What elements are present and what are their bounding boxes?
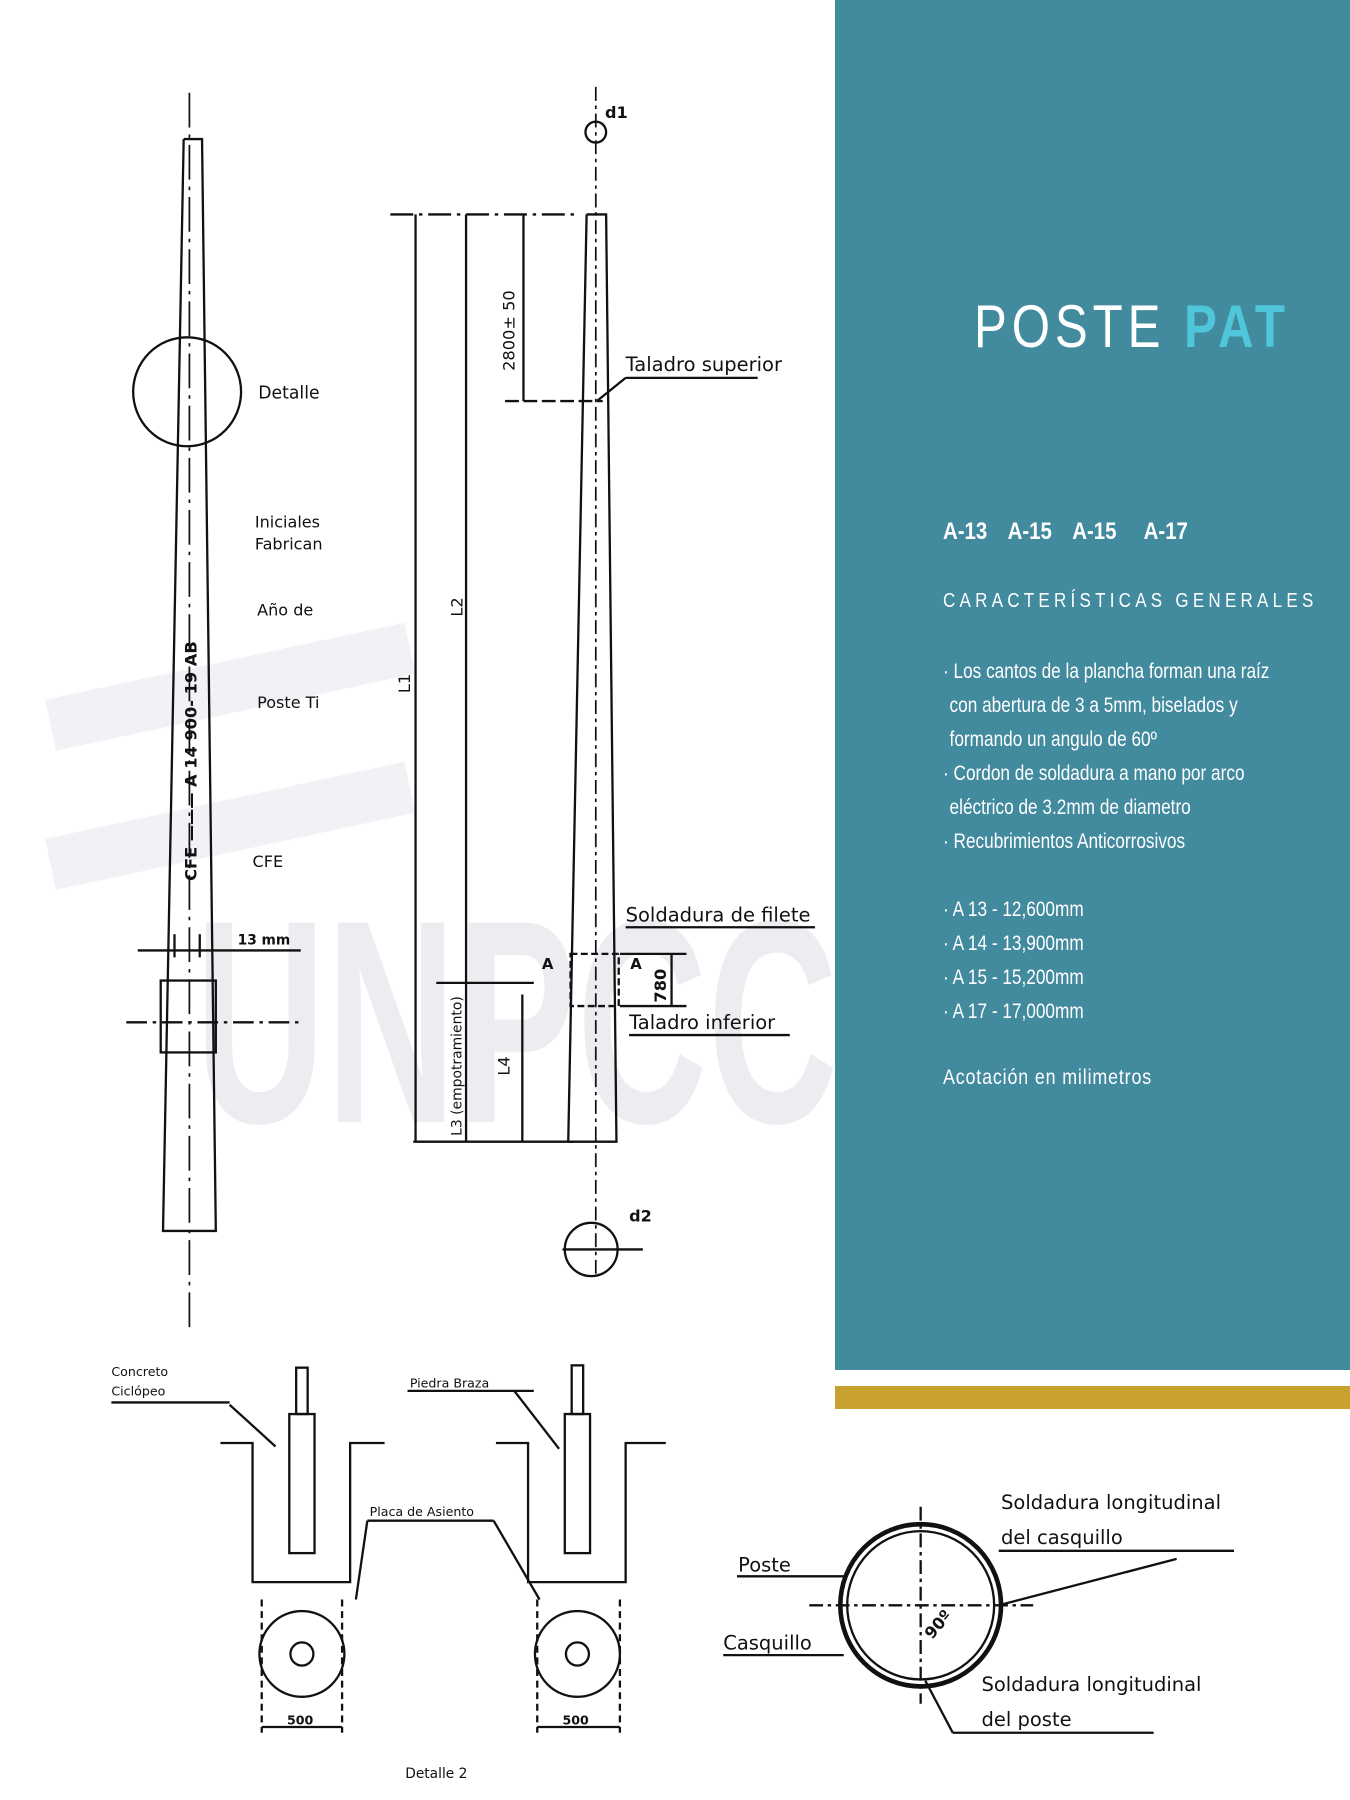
foundation-stone — [354, 1364, 666, 1733]
label-l3: L3 (empotramiento) — [450, 996, 466, 1136]
label-placa: Placa de Asiento — [370, 1504, 475, 1519]
info-panel: POSTE PAT A-13 A-15 A-15 A-17 CARACTERÍS… — [835, 0, 1350, 1370]
label-taladro-inferior: Taladro inferior — [628, 1011, 776, 1034]
label-dim-500-1: 500 — [287, 1713, 314, 1728]
label-dim-top: 2800± 50 — [499, 290, 518, 371]
model-item: A-15 — [1007, 518, 1052, 545]
label-anio: Año de — [257, 600, 313, 619]
label-soldadura-filete: Soldadura de filete — [626, 903, 811, 926]
length-item: · A 13 - 12,600mm — [943, 898, 1084, 921]
label-poste-ti: Poste Ti — [257, 693, 319, 712]
label-a-right: A — [630, 955, 642, 973]
label-780: 780 — [651, 969, 670, 1003]
feature-line: con abertura de 3 a 5mm, biselados y — [949, 694, 1238, 717]
title-main: POSTE — [974, 293, 1166, 360]
section-heading: CARACTERÍSTICAS GENERALES — [943, 590, 1318, 612]
label-casquillo: Casquillo — [723, 1631, 812, 1654]
label-sold-casq-2: del casquillo — [1001, 1526, 1123, 1549]
length-item: · A 17 - 17,000mm — [943, 1000, 1084, 1023]
label-sold-poste-2: del poste — [982, 1708, 1072, 1731]
length-item: · A 15 - 15,200mm — [943, 966, 1084, 989]
units-note: Acotación en milimetros — [943, 1066, 1153, 1089]
label-piedra: Piedra Braza — [410, 1375, 489, 1390]
label-ciclopeo: Ciclópeo — [111, 1383, 165, 1398]
title-accent: PAT — [1183, 293, 1290, 360]
svg-text:UNPCC: UNPCC — [195, 861, 838, 1185]
model-item: A-17 — [1143, 518, 1188, 545]
label-a-left: A — [542, 955, 554, 973]
label-dim-500-2: 500 — [562, 1713, 589, 1728]
foundation-concrete — [111, 1366, 385, 1733]
label-l4: L4 — [495, 1056, 514, 1075]
label-cfe: CFE — [253, 852, 284, 871]
label-poste: Poste — [738, 1554, 791, 1577]
cross-section — [723, 1506, 1235, 1734]
label-taladro-superior: Taladro superior — [625, 353, 783, 376]
detail-circle — [132, 336, 243, 448]
feature-line: eléctrico de 3.2mm de diametro — [949, 796, 1191, 819]
label-l2: L2 — [448, 597, 467, 616]
model-list: A-13 A-15 A-15 A-17 — [943, 518, 1188, 546]
model-item: A-15 — [1072, 518, 1117, 545]
pole-marking: CFE ——— A 14 900- 19 AB — [181, 641, 200, 881]
label-concreto: Concreto — [111, 1364, 168, 1379]
label-iniciales: Iniciales — [255, 512, 320, 531]
label-detalle2: Detalle 2 — [405, 1766, 467, 1782]
label-d2: d2 — [629, 1207, 652, 1226]
watermark: UNPCC — [45, 622, 838, 1185]
model-item: A-13 — [943, 518, 988, 545]
feature-list: · Los cantos de la plancha forman una ra… — [943, 655, 1269, 1029]
gold-divider — [835, 1386, 1350, 1409]
label-l1: L1 — [395, 674, 414, 693]
feature-line: formando un angulo de 60º — [949, 728, 1157, 751]
length-item: · A 14 - 13,900mm — [943, 932, 1084, 955]
label-angle: 90º — [921, 1606, 956, 1643]
page-title: POSTE PAT — [974, 292, 1290, 361]
label-sold-poste-1: Soldadura longitudinal — [982, 1673, 1202, 1696]
center-pole — [390, 86, 816, 1278]
left-pole — [126, 92, 305, 1328]
label-detalle: Detalle — [258, 384, 319, 404]
feature-line: · Recubrimientos Anticorrosivos — [943, 830, 1186, 853]
label-d1: d1 — [605, 103, 628, 122]
feature-line: · Cordon de soldadura a mano por arco — [943, 762, 1245, 785]
label-thickness: 13 mm — [238, 933, 291, 949]
label-fabrican: Fabrican — [255, 534, 323, 553]
label-sold-casq-1: Soldadura longitudinal — [1001, 1491, 1221, 1514]
feature-line: · Los cantos de la plancha forman una ra… — [943, 660, 1270, 683]
